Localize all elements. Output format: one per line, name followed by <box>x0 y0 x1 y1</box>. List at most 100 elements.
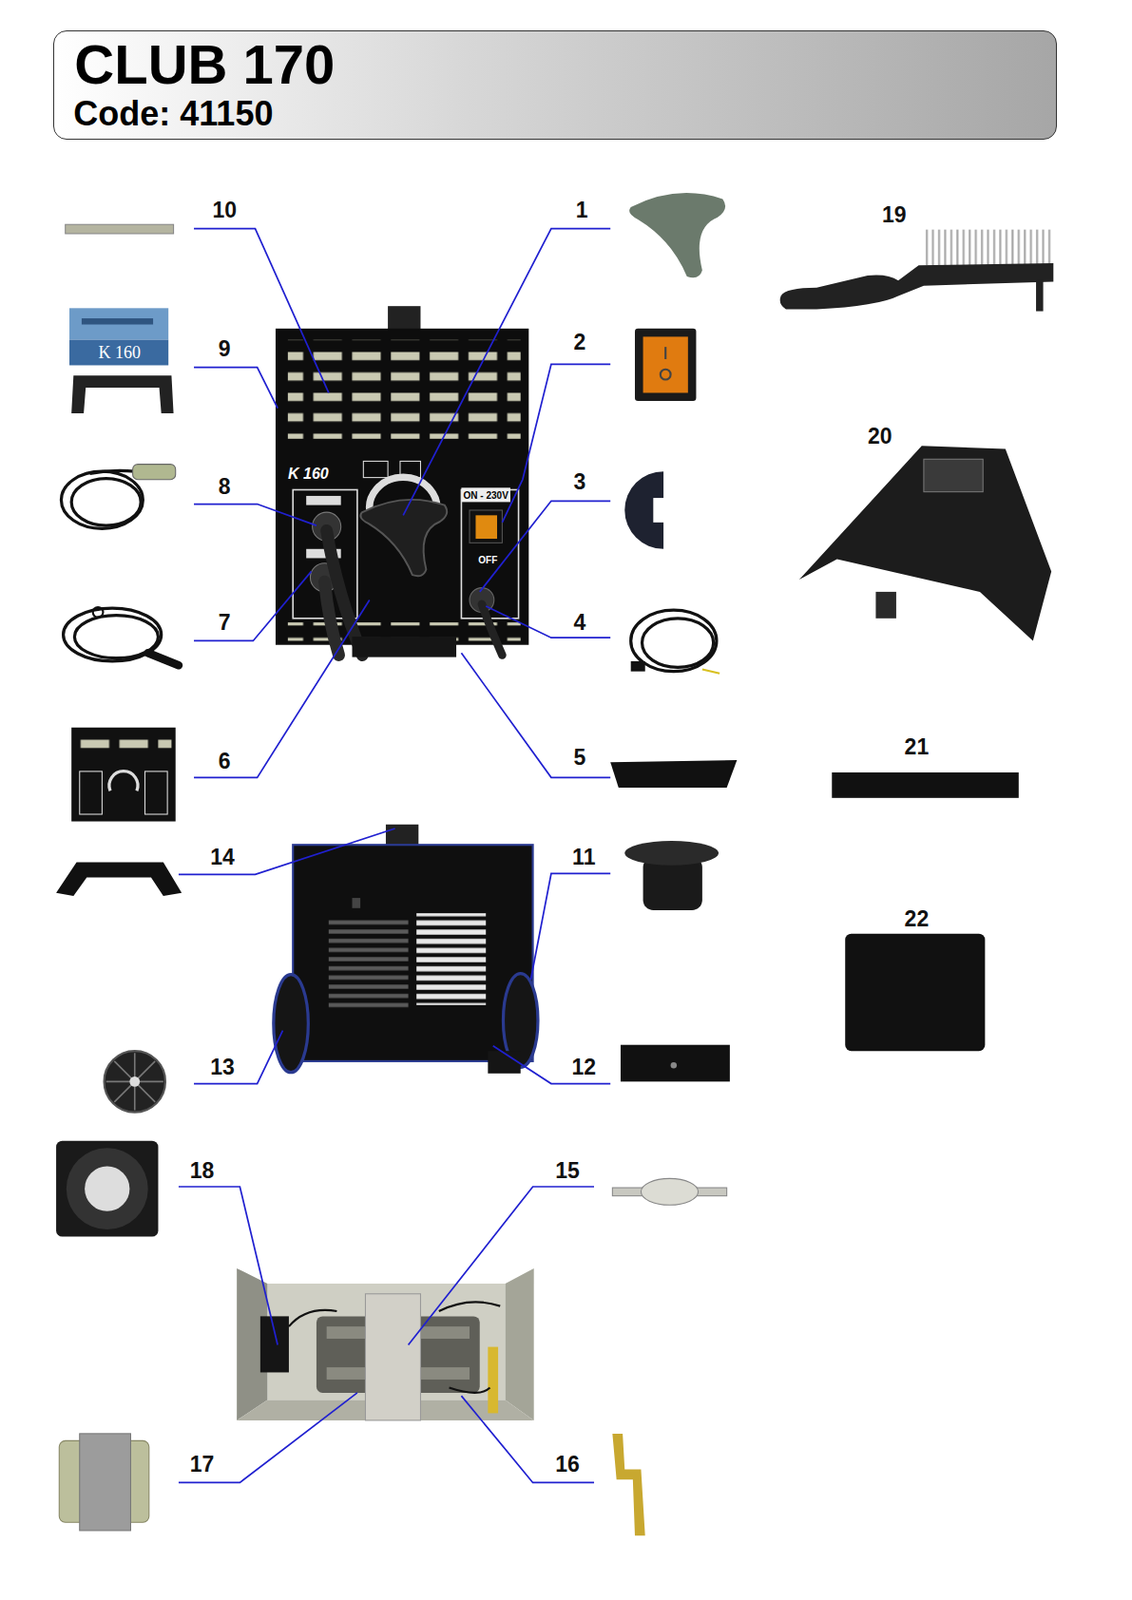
machine-foot <box>487 1051 520 1075</box>
callout-number: 2 <box>574 330 587 355</box>
leader-line <box>402 229 611 517</box>
machine-side <box>292 844 533 1062</box>
leader-lines <box>178 229 611 1484</box>
cable-coil <box>60 471 143 529</box>
knob-part <box>629 192 726 278</box>
callout-number: 20 <box>867 424 893 449</box>
switch-label: ON - 230V <box>463 489 509 500</box>
cable-coil <box>631 610 717 672</box>
machine-knob <box>360 499 447 576</box>
leader-line <box>178 1393 358 1484</box>
panel-marking <box>81 318 154 325</box>
leader-line <box>193 1031 283 1085</box>
machine-switch <box>469 510 502 543</box>
mains-plug <box>631 661 646 672</box>
inner-fan <box>260 1316 289 1373</box>
panel-frame <box>144 771 168 815</box>
wheel-spokes <box>106 1053 164 1111</box>
callout-number: 6 <box>218 750 231 775</box>
callout-number: 17 <box>190 1454 215 1478</box>
panel-grill <box>75 731 172 757</box>
mask-handle <box>875 592 896 619</box>
machine-foot <box>352 636 458 657</box>
drawing <box>56 192 1054 1536</box>
switch-symbol <box>660 369 672 381</box>
fan-part <box>56 1141 158 1238</box>
cable-coil <box>71 479 141 526</box>
leader-line <box>460 652 611 778</box>
callout-number: 8 <box>218 476 231 500</box>
code-text: Code: 41150 <box>73 95 273 134</box>
leader-line <box>193 504 317 527</box>
machine-wheel <box>273 975 309 1074</box>
welding-cable <box>325 581 340 655</box>
callout-number: 14 <box>210 846 235 871</box>
earth-clamp <box>148 652 179 666</box>
handle-part <box>56 862 182 896</box>
side-louvers <box>328 919 409 1012</box>
leader-line <box>193 229 329 394</box>
panel-arrow <box>109 771 138 792</box>
fan-hub <box>84 1167 130 1212</box>
side-louvers <box>416 913 486 1006</box>
machine-front <box>275 328 529 646</box>
brush-peg <box>1036 279 1044 311</box>
leader-line <box>501 364 611 522</box>
inner-busbar <box>487 1347 499 1415</box>
brush-handle <box>780 263 1055 309</box>
front-panel-part <box>71 728 176 823</box>
callout-number: 16 <box>555 1454 580 1478</box>
model-label: K 160 <box>97 344 141 364</box>
callout-number: 1 <box>575 199 589 224</box>
leader-line <box>193 571 312 641</box>
callout-number: 12 <box>571 1056 596 1081</box>
callout-number: 13 <box>210 1056 235 1081</box>
front-label-panel <box>69 307 169 340</box>
fan-blades <box>66 1148 149 1230</box>
wheel-hub <box>129 1076 140 1088</box>
switch-legend <box>460 487 511 502</box>
switch-symbol <box>664 346 667 360</box>
callout-number: 10 <box>211 199 237 224</box>
welding-mask <box>799 445 1052 641</box>
callout-number: 15 <box>555 1159 580 1184</box>
side-tab <box>352 898 362 909</box>
leader-line <box>178 1187 278 1345</box>
callout-number: 18 <box>190 1159 215 1184</box>
callout-number: 21 <box>904 736 930 761</box>
leader-line <box>178 828 396 875</box>
title-text: CLUB 170 <box>74 34 335 96</box>
leader-line <box>193 367 278 409</box>
panel-part <box>844 934 985 1053</box>
plug-cap <box>624 841 719 866</box>
cable <box>90 470 135 474</box>
foot-part <box>610 760 737 788</box>
leader-line <box>460 1396 595 1483</box>
transformer-core <box>79 1434 132 1532</box>
machine-switch-rocker <box>475 515 498 539</box>
front-label-panel <box>69 340 169 366</box>
foot-part <box>620 1045 730 1083</box>
handle-part <box>71 375 173 414</box>
cable-coil <box>642 618 714 669</box>
foot-screw <box>671 1062 677 1069</box>
transformer-plate <box>364 1294 421 1421</box>
switch-rocker <box>643 336 689 393</box>
callout-number: 7 <box>218 612 231 636</box>
wire-end <box>702 670 720 674</box>
wheel-part <box>104 1051 166 1113</box>
leader-line <box>479 500 611 593</box>
model-label: K 160 <box>287 466 329 484</box>
callout-number: 22 <box>904 907 930 932</box>
callout-number: 3 <box>574 470 587 495</box>
thermostat-part <box>640 1178 698 1206</box>
mask-window <box>923 459 983 492</box>
switch-label: OFF <box>478 554 498 565</box>
switch-part <box>634 328 696 402</box>
panel-frame <box>79 771 103 815</box>
leader-line <box>485 606 611 638</box>
leader-line <box>493 1046 612 1085</box>
leader-line <box>193 599 370 778</box>
callout-number: 5 <box>574 746 587 770</box>
